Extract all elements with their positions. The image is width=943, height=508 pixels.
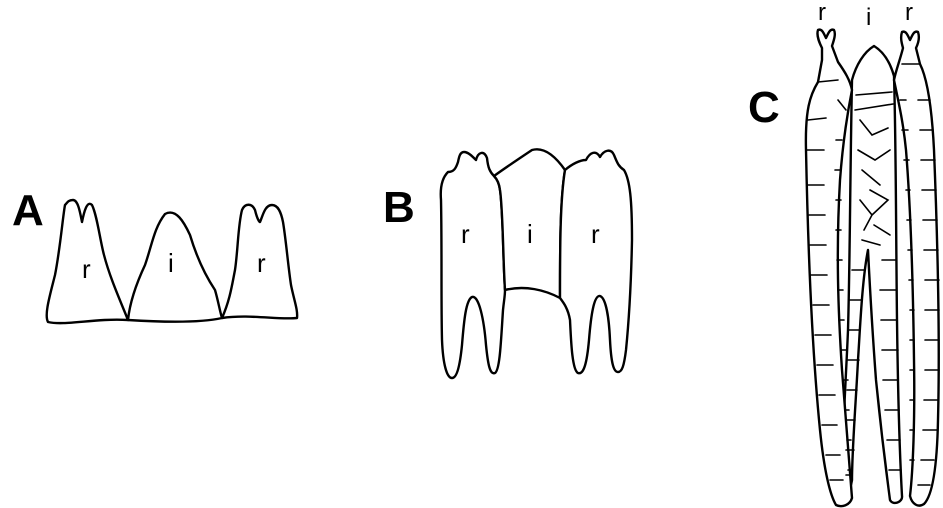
panel-b-cell-label-r-left: r <box>461 219 470 249</box>
panel-c-cell-i-outline <box>843 46 903 503</box>
panel-b-cell-r-right-outline <box>560 151 632 374</box>
panel-b-label: B <box>383 183 415 232</box>
panel-a-cell-label-i: i <box>168 248 174 278</box>
panel-b-cell-label-i: i <box>527 219 533 249</box>
panel-a-label: A <box>12 186 44 235</box>
panel-c-cell-label-r-right: r <box>905 0 913 26</box>
panel-b: B r i r <box>383 149 632 378</box>
panel-c-cell-r-left-outline <box>806 30 852 507</box>
panel-a: A r i r <box>12 186 297 323</box>
panel-c: C r i r <box>748 0 939 506</box>
panel-a-cell-label-r-left: r <box>82 254 91 284</box>
panel-b-cell-label-r-right: r <box>591 219 600 249</box>
panel-c-label: C <box>748 83 780 132</box>
panel-c-cell-r-right-outline <box>894 32 939 506</box>
panel-a-cell-label-r-right: r <box>257 248 266 278</box>
panel-b-cell-r-left-outline <box>441 152 505 378</box>
panel-a-cell-i-outline <box>128 213 222 322</box>
panel-c-cell-label-i: i <box>866 4 871 31</box>
panel-c-cell-label-r-left: r <box>818 0 826 26</box>
